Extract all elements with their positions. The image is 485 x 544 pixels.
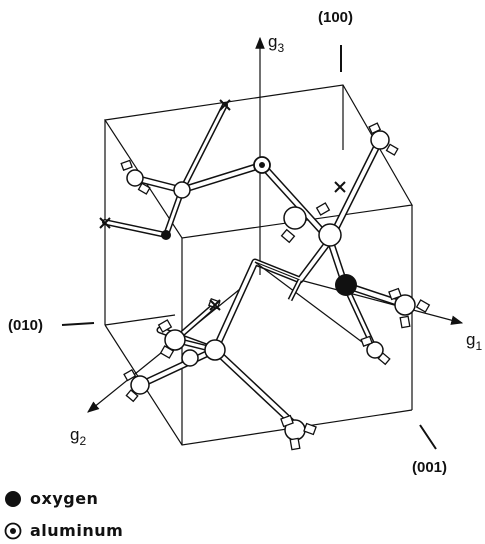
terminal-stubs [99,99,346,311]
atom-silicon [181,349,199,367]
axis-g1-label: g1 [466,330,482,353]
direction-100-label: (100) [318,9,353,26]
cell-edge-hidden [104,314,176,326]
axis-g3-label: g3 [268,32,284,55]
atom-silicon [283,206,307,230]
oxygen-marker-icon [5,491,21,507]
atom-oxygen [161,230,171,240]
atom-silicon [394,294,416,316]
atom-silicon [130,375,150,395]
direction-010-tick [61,322,95,326]
direction-001-label: (001) [412,459,447,476]
axis-g2-label: g2 [70,425,86,448]
atom-silicon [370,130,390,150]
cell-bottom-front [104,324,413,446]
atoms [126,130,416,441]
bond-stubs [120,122,431,451]
atom-silicon [164,329,186,351]
axis-g3: g3 [255,32,284,275]
atom-silicon [204,339,226,361]
direction-010-label: (010) [8,317,43,334]
atom-aluminum [253,156,271,174]
atom-oxygen [335,274,357,296]
axis-g1: g1 [299,279,482,353]
direction-001-tick [419,424,437,450]
unit-cell [103,84,413,446]
legend-aluminum-label: aluminum [30,521,124,540]
atom-silicon [366,341,384,359]
bond-network [102,102,409,429]
atom-silicon [126,169,144,187]
legend-oxygen-label: oxygen [30,489,99,508]
atom-silicon [318,223,342,247]
atom-silicon [173,181,191,199]
aluminum-marker-icon [4,522,22,540]
